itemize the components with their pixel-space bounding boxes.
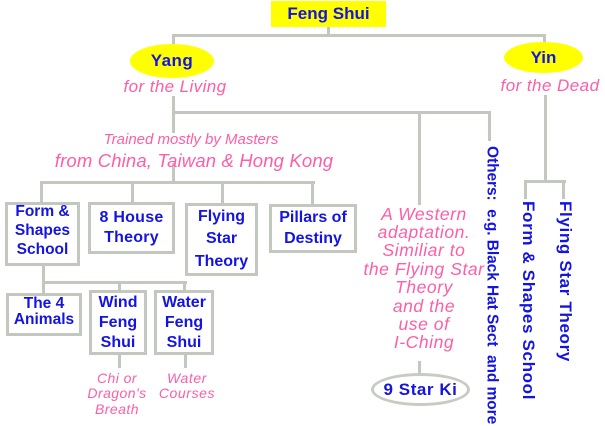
node-yin: Yin (504, 42, 583, 73)
connector-level3 (40, 181, 315, 184)
label-form-shapes-vertical: Form & Shapes School (519, 201, 538, 401)
connector-western-drop (418, 113, 421, 205)
label-others-vertical: Others: e.g. Black Hat Sect and more (483, 146, 501, 425)
caption-chi-dragons-breath: Chi or Dragon's Breath (87, 370, 147, 417)
node-nine-star-ki-label: 9 Star Ki (383, 379, 458, 399)
caption-for-the-living: for the Living (123, 77, 227, 96)
connector-yin-drop (543, 36, 546, 44)
connector-water-drop (183, 283, 186, 291)
connector-wind-stub (118, 354, 121, 368)
node-form-shapes-school: Form & Shapes School (5, 202, 80, 266)
node-yin-label: Yin (530, 47, 557, 67)
caption-water-courses: Water Courses (158, 369, 216, 401)
node-flying-star-theory: Flying Star Theory (185, 203, 258, 276)
connector-pillars-drop (311, 183, 314, 205)
node-water-feng-shui: Water Feng Shui (154, 290, 214, 355)
connector-root-stub (327, 26, 330, 35)
connector-eighthouse-drop (131, 183, 134, 203)
note-western-adaptation: A Western adaptation. Similiar to the Fl… (363, 203, 485, 353)
connector-animals-drop (42, 283, 45, 294)
node-the-4-animals: The 4 Animals (6, 293, 82, 336)
caption-for-the-dead: for the Dead (500, 76, 600, 95)
connector-yang-drop (172, 36, 175, 46)
node-wind-feng-shui: Wind Feng Shui (89, 290, 147, 355)
connector-wind-drop (118, 283, 121, 291)
connector-ninestarki-stub (418, 361, 421, 373)
connector-vformshapes-drop (524, 182, 527, 199)
connector-yin-riser (544, 95, 547, 183)
connector-water-stub (184, 354, 187, 368)
node-yang-label: Yang (150, 51, 194, 70)
node-pillars-of-destiny: Pillars of Destiny (269, 204, 357, 253)
connector-level4 (42, 281, 187, 284)
node-eight-house-theory: 8 House Theory (88, 202, 175, 254)
connector-others-drop (488, 113, 491, 141)
node-nine-star-ki: 9 Star Ki (371, 373, 470, 406)
connector-flyingstar-drop (221, 183, 224, 204)
connector-vflyingstar-drop (562, 182, 565, 199)
connector-yang-riser-a (172, 96, 175, 133)
connector-level1 (172, 34, 546, 37)
note-masters-line2: from China, Taiwan & Hong Kong (54, 150, 334, 171)
connector-formshapes-drop (40, 183, 43, 203)
label-flying-star-vertical: Flying Star Theory (556, 201, 575, 362)
node-feng-shui-label: Feng Shui (287, 4, 370, 23)
connector-yin-fork (524, 180, 566, 183)
connector-level2 (172, 111, 491, 114)
connector-formshapes-riser (42, 265, 45, 282)
node-feng-shui: Feng Shui (271, 1, 386, 27)
note-masters-line1: Trained mostly by Masters (103, 131, 279, 148)
node-yang: Yang (130, 44, 214, 78)
connector-yang-riser-b (172, 163, 175, 183)
